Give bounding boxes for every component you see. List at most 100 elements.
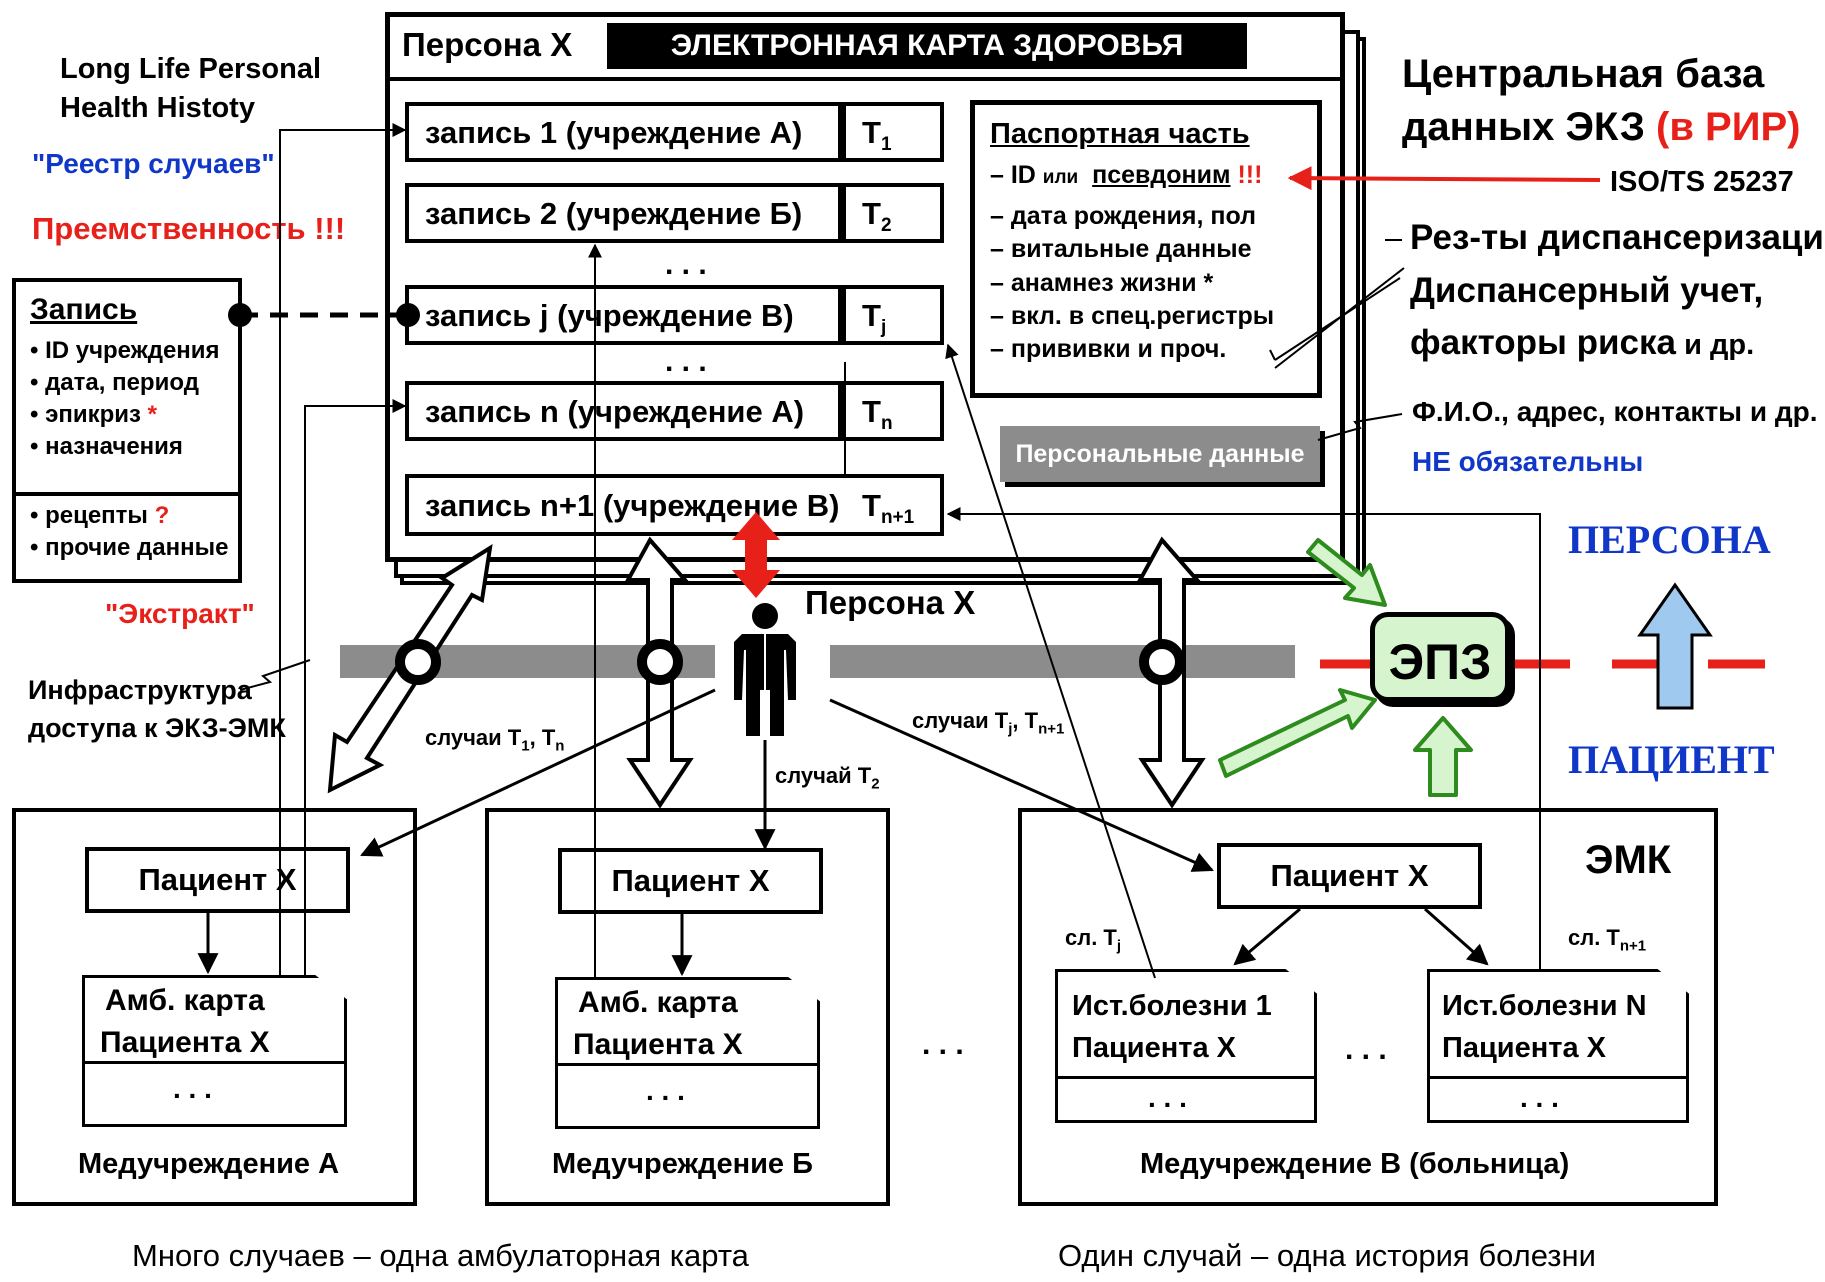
- record-structure-item: • рецепты ?: [30, 502, 170, 529]
- institution-b-card[interactable]: Амб. карта Пациента Х . . .: [555, 977, 820, 1129]
- record-1-time-cell: [842, 102, 944, 162]
- central-db-label: Центральная база данных ЭКЗ (в РИР): [1402, 52, 1801, 150]
- institution-a-card-line1: Амб. карта: [105, 984, 265, 1017]
- case-history-n-line1: Ист.болезни N: [1442, 990, 1647, 1022]
- institution-b-card-divider: [558, 1063, 817, 1066]
- epz-box[interactable]: ЭПЗ: [1370, 612, 1510, 702]
- record-n-label: запись n (учреждение А): [425, 394, 805, 429]
- institution-b-card-line1: Амб. карта: [578, 986, 738, 1019]
- record-n-label-cell: [405, 381, 842, 441]
- record-j-label: запись j (учреждение В): [425, 298, 794, 333]
- case-history-1-divider: [1058, 1076, 1314, 1079]
- record-structure-divider: [16, 492, 238, 496]
- institution-a-name: Медучреждение А: [78, 1148, 340, 1180]
- sl-tj-label: сл. Tj: [1065, 925, 1122, 955]
- institution-b-patient[interactable]: Пациент Х: [558, 848, 823, 914]
- case-t2-label: случай T2: [775, 763, 880, 793]
- record-n-time: Tn: [862, 394, 893, 435]
- personal-data-box[interactable]: Персональные данные: [1000, 426, 1320, 482]
- record-j-time-cell: [842, 285, 944, 345]
- epz-green-arrows: [1218, 538, 1473, 797]
- case-history-n-line2: Пациента Х: [1442, 1032, 1607, 1064]
- bottom-right-caption: Один случай – одна история болезни: [1058, 1238, 1596, 1273]
- record-2-label: запись 2 (учреждение Б): [425, 196, 803, 231]
- persona-layer-label: ПЕРСОНА: [1568, 517, 1771, 562]
- institution-a-card-line2: Пациента Х: [100, 1026, 270, 1059]
- record-n1-cell: [405, 474, 944, 536]
- record-structure-item: • дата, период: [30, 368, 199, 396]
- institutions-ellipsis: . . .: [922, 1028, 964, 1061]
- passport-item: – анамнез жизни *: [990, 268, 1214, 297]
- emk-label: ЭМК: [1585, 838, 1672, 882]
- record-1-time: T1: [862, 115, 892, 156]
- institution-v-patient[interactable]: Пациент Х: [1217, 843, 1482, 909]
- patient-layer-label: ПАЦИЕНТ: [1568, 737, 1775, 782]
- person-icon: [734, 603, 796, 736]
- record-2-time-cell: [842, 183, 944, 243]
- institution-a-card[interactable]: Амб. карта Пациента Х . . .: [82, 975, 347, 1127]
- iso-arrow: [1287, 166, 1601, 191]
- case-arrows: [197, 688, 1489, 977]
- red-sync-arrow: [732, 512, 780, 598]
- ehr-persona-label: Персона Х: [402, 26, 573, 63]
- record-structure-items-2: • рецепты ? • прочие данные: [30, 500, 228, 564]
- record-structure-item: • эпикриз *: [30, 400, 157, 428]
- record-2-time: T2: [862, 196, 892, 237]
- institution-b-card-line2: Пациента Х: [573, 1028, 743, 1061]
- institution-v-name: Медучреждение В (больница): [1140, 1148, 1570, 1180]
- passport-item: – вкл. в спец.регистры: [990, 301, 1275, 330]
- record-structure-item: • ID учреждения: [30, 337, 220, 364]
- continuity-label: Преемственность !!!: [32, 211, 346, 246]
- passport-title: Паспортная часть: [990, 118, 1250, 150]
- case-history-n-divider: [1430, 1076, 1686, 1079]
- record-n1-label: запись n+1 (учреждение В): [425, 488, 840, 523]
- passport-items: – дата рождения, пол – витальные данные …: [990, 200, 1274, 366]
- record-structure-title: Запись: [30, 293, 138, 326]
- persona-x-label: Персона Х: [805, 584, 976, 621]
- extract-label: "Экстракт": [105, 598, 255, 629]
- institution-a-card-divider: [85, 1061, 344, 1064]
- access-nodes: [395, 639, 1185, 685]
- iso-label: ISO/TS 25237: [1610, 166, 1794, 198]
- cases-t1-tn-label: случаи T1, Tn: [425, 725, 565, 755]
- dispensary-label: Рез-ты диспансеризации Диспансерный учет…: [1410, 218, 1825, 362]
- records-ellipsis-2: . . .: [665, 345, 707, 378]
- record-1-label-cell: [405, 102, 842, 162]
- not-required-label: НЕ обязательны: [1412, 446, 1644, 477]
- record-n1-time: Tn+1: [862, 488, 915, 529]
- ehr-banner: ЭЛЕКТРОННАЯ КАРТА ЗДОРОВЬЯ: [607, 23, 1247, 69]
- record-2-label-cell: [405, 183, 842, 243]
- institution-b-card-dots: . . .: [646, 1075, 685, 1106]
- record-structure-items: • ID учреждения • дата, период • эпикриз…: [30, 335, 220, 463]
- reference-lines: [239, 123, 1541, 979]
- record-structure-item: • прочие данные: [30, 533, 229, 561]
- case-histories-ellipsis: . . .: [1345, 1033, 1387, 1066]
- case-history-1-line2: Пациента Х: [1072, 1032, 1237, 1064]
- case-history-1-dots: . . .: [1148, 1082, 1187, 1113]
- record-j-time: Tj: [862, 298, 887, 339]
- record-structure-box: [12, 278, 242, 583]
- cases-tj-label: случаи Tj, Tn+1: [912, 708, 1065, 738]
- passport-item: – дата рождения, пол: [990, 202, 1257, 230]
- case-history-1[interactable]: Ист.болезни 1 Пациента Х . . .: [1055, 969, 1317, 1123]
- persona-up-arrow: [1637, 582, 1713, 710]
- passport-item: – витальные данные: [990, 235, 1252, 264]
- record-1-label: запись 1 (учреждение А): [425, 115, 803, 150]
- case-history-n[interactable]: Ист.болезни N Пациента Х . . .: [1427, 969, 1689, 1123]
- case-history-n-dots: . . .: [1520, 1082, 1559, 1113]
- ehr-card-header-divider: [390, 77, 1340, 81]
- institution-a-card-dots: . . .: [173, 1073, 212, 1104]
- case-registry-label: "Реестр случаев": [32, 148, 275, 179]
- fio-label: Ф.И.О., адрес, контакты и др.: [1412, 396, 1818, 427]
- sl-tn1-label: сл. Tn+1: [1568, 925, 1647, 955]
- case-history-1-line1: Ист.болезни 1: [1072, 990, 1272, 1022]
- record-j-label-cell: [405, 285, 842, 345]
- record-link: [228, 303, 420, 327]
- bottom-left-caption: Много случаев – одна амбулаторная карта: [132, 1238, 749, 1273]
- passport-item: – прививки и проч.: [990, 335, 1227, 363]
- institution-b-name: Медучреждение Б: [552, 1148, 813, 1180]
